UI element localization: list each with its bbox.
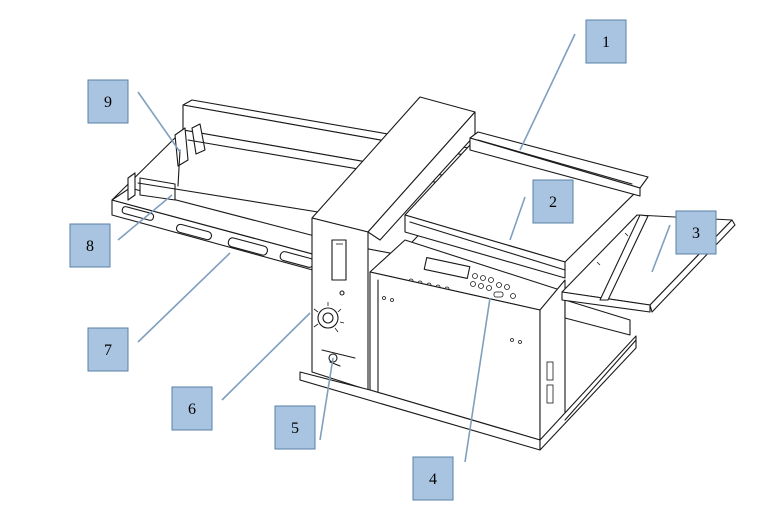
callout-1: 1 [585, 19, 627, 64]
callout-label-7: 7 [104, 342, 112, 359]
callout-5: 5 [274, 405, 316, 450]
leader-7 [137, 252, 231, 343]
callout-boxes: 1 2 3 4 5 6 7 8 [69, 19, 717, 501]
callout-label-9: 9 [104, 94, 112, 111]
leader-6 [221, 312, 311, 401]
callout-9: 9 [87, 79, 129, 124]
callout-2: 2 [532, 179, 574, 224]
callout-label-8: 8 [86, 238, 94, 255]
central-column [311, 96, 476, 391]
callout-label-6: 6 [188, 401, 196, 418]
leader-9 [137, 91, 181, 153]
leader-4 [464, 297, 491, 463]
callout-7: 7 [87, 327, 129, 372]
callout-label-4: 4 [429, 471, 437, 488]
leader-2 [509, 196, 526, 241]
callout-label-2: 2 [549, 194, 557, 211]
main-body [299, 131, 649, 451]
leader-8 [117, 194, 173, 241]
leader-1 [519, 33, 576, 151]
callout-4: 4 [412, 456, 454, 501]
callout-3: 3 [675, 210, 717, 255]
callout-label-3: 3 [692, 225, 700, 242]
callout-6: 6 [171, 386, 213, 431]
callout-8: 8 [69, 223, 111, 268]
leader-5 [319, 357, 334, 441]
leader-lines [117, 33, 671, 463]
callout-label-1: 1 [602, 34, 610, 51]
callout-label-5: 5 [291, 420, 299, 437]
machine-drawing [111, 96, 736, 451]
leader-3 [651, 224, 671, 273]
